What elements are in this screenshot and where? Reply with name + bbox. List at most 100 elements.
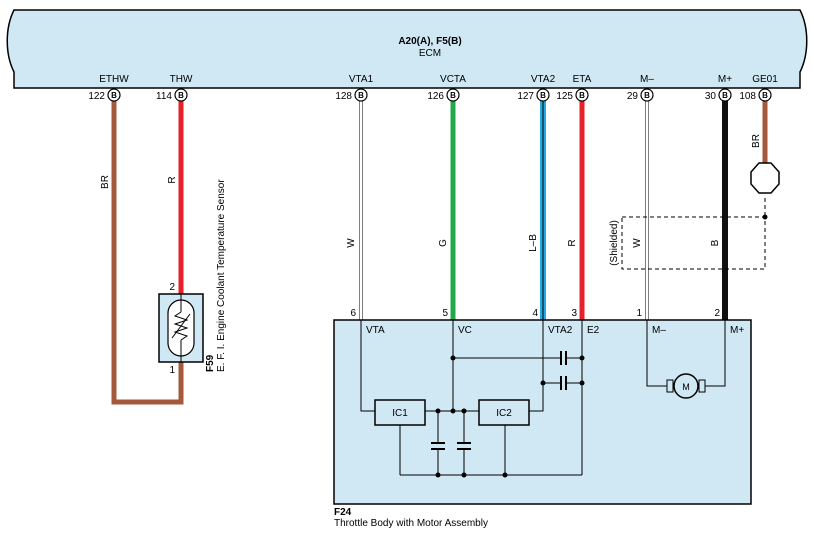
- coolant-temp-sensor: [158, 293, 204, 363]
- ecm-terminal-name: M+: [718, 74, 732, 85]
- throttle-pin-number: 5: [442, 308, 448, 319]
- ecm-pin-circle: [640, 88, 654, 102]
- wire-color-label: L–B: [528, 234, 539, 252]
- motor-brush-left: [666, 379, 674, 393]
- ecm-subtitle: ECM: [419, 48, 441, 59]
- ecm-terminal-name: ETHW: [99, 74, 129, 85]
- wire-color-label: G: [438, 239, 449, 247]
- junction-dot: [540, 380, 546, 386]
- shield-box: [621, 216, 766, 270]
- throttle-pin-number: 1: [636, 308, 642, 319]
- ecm-pin-number: 114: [156, 91, 172, 102]
- ecm-pin-circle: [718, 88, 732, 102]
- ecm-pin-circle: [536, 88, 550, 102]
- ecm-terminal-name: THW: [170, 74, 193, 85]
- ic2-label: IC2: [496, 408, 512, 419]
- ecm-pin-conn: B: [111, 91, 117, 100]
- ecm-pin-number: 30: [705, 91, 717, 102]
- thermistor-arrow: [171, 313, 191, 339]
- ecm-pin-conn: B: [450, 91, 456, 100]
- junction-dots: [435, 355, 585, 478]
- throttle-pin-label: VC: [458, 325, 472, 336]
- ecm-pin-conn: B: [644, 91, 650, 100]
- throttle-pin-label: VTA2: [548, 325, 573, 336]
- ecm-pin-number: 122: [88, 91, 105, 102]
- ecm-pin-number: 128: [335, 91, 352, 102]
- ecm-pin-circle: [446, 88, 460, 102]
- junction-dot: [450, 355, 456, 361]
- junction-dot: [450, 408, 456, 414]
- ecm-pin-circle: [107, 88, 121, 102]
- ecm-pin-circle: [575, 88, 589, 102]
- shield-ground-connector: [750, 162, 780, 194]
- throttle-code: F24: [334, 507, 352, 518]
- throttle-internal-circuit: [360, 320, 726, 476]
- junction-dot: [435, 408, 441, 414]
- junction-dot: [461, 472, 467, 478]
- motor-icon: [673, 373, 699, 399]
- throttle-pin-number: 6: [350, 308, 356, 319]
- junction-dot: [461, 408, 467, 414]
- wire-color-label: R: [567, 239, 578, 246]
- sensor-pin-number: 1: [169, 365, 175, 376]
- throttle-pin-label: E2: [587, 325, 600, 336]
- ecm-pin-number: 108: [739, 91, 756, 102]
- ecm-pin-number: 125: [556, 91, 573, 102]
- wire-color-label: R: [167, 176, 178, 183]
- capacitors: [431, 351, 567, 450]
- ecm-terminal-name: ETA: [573, 74, 592, 85]
- wire-color-label: W: [346, 238, 357, 248]
- wire-ethw: [111, 101, 184, 405]
- ecm-pin-circle: [174, 88, 188, 102]
- ecm-pin-conn: B: [762, 91, 768, 100]
- ecm-terminal-name: VTA1: [349, 74, 374, 85]
- ecm-pin-conn: B: [722, 91, 728, 100]
- ecm-pin-conn: B: [358, 91, 364, 100]
- motor-label: M: [682, 382, 690, 392]
- junction-dot: [502, 472, 508, 478]
- junction-dot: [435, 472, 441, 478]
- throttle-name: Throttle Body with Motor Assembly: [334, 518, 488, 529]
- throttle-pin-number: 2: [714, 308, 720, 319]
- wire-color-label: BR: [751, 134, 762, 148]
- junction-dot: [579, 380, 585, 386]
- ic1-label: IC1: [392, 408, 408, 419]
- circuit-line: [529, 320, 544, 412]
- throttle-pin-number: 3: [571, 308, 577, 319]
- ecm-pin-circles: B B B B B B B B B: [107, 88, 772, 102]
- ecm-pin-conn: B: [579, 91, 585, 100]
- ecm-pin-circle: [354, 88, 368, 102]
- shielded-label: (Shielded): [609, 220, 620, 266]
- throttle-motor: M: [666, 373, 706, 399]
- circuit-line: [646, 320, 668, 387]
- junction-dot: [579, 355, 585, 361]
- ic2-block: [478, 399, 530, 426]
- ecm-box: [6, 9, 808, 89]
- ecm-pin-number: 126: [427, 91, 444, 102]
- wire-color-label: W: [632, 238, 643, 248]
- circuit-line: [360, 320, 375, 412]
- throttle-pin-label: M+: [730, 325, 744, 336]
- ic1-block: [374, 399, 426, 426]
- ecm-terminal-name: VTA2: [531, 74, 556, 85]
- ecm-terminal-name: GE01: [752, 74, 778, 85]
- ecm-pin-conn: B: [178, 91, 184, 100]
- ecm-terminal-name: M–: [640, 74, 654, 85]
- throttle-pin-label: VTA: [366, 325, 385, 336]
- circuit-line: [704, 320, 726, 387]
- sensor-pin-number: 2: [169, 282, 175, 293]
- wire-color-label: B: [710, 239, 721, 246]
- sensor-code: F59: [205, 354, 216, 372]
- ecm-pin-conn: B: [540, 91, 546, 100]
- shield-junction: [762, 214, 768, 220]
- throttle-pin-number: 4: [532, 308, 538, 319]
- ecm-terminal-name: VCTA: [440, 74, 466, 85]
- ecm-pin-number: 127: [517, 91, 534, 102]
- wire-color-label: BR: [100, 175, 111, 189]
- sensor-name: E. F. I. Engine Coolant Temperature Sens…: [216, 179, 227, 372]
- ecm-pin-number: 29: [627, 91, 639, 102]
- motor-brush-right: [698, 379, 706, 393]
- throttle-pin-label: M–: [652, 325, 666, 336]
- ecm-title: A20(A), F5(B): [398, 36, 461, 47]
